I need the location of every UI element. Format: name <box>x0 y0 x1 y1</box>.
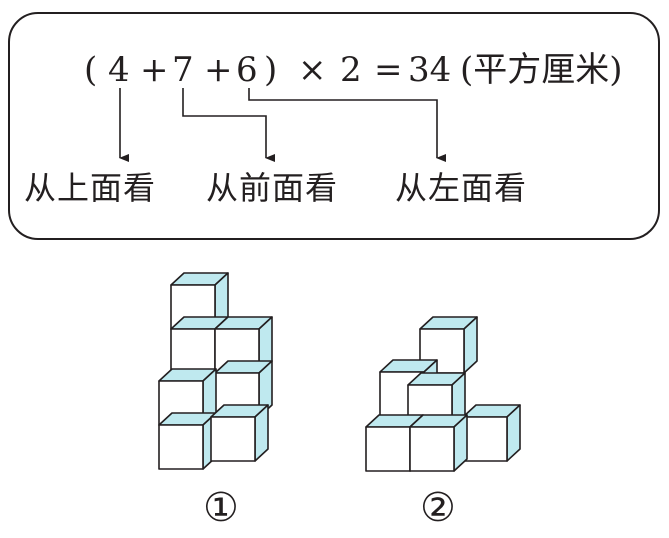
cube-figure-1 <box>158 272 273 470</box>
times-sign: × <box>298 50 327 90</box>
front-count: 7 <box>172 50 194 90</box>
cube <box>462 404 521 462</box>
factor: 2 <box>340 50 362 90</box>
arrow-left-view <box>248 88 446 162</box>
front-view-label: 从前面看 <box>206 169 339 207</box>
cube-front-face <box>158 424 204 470</box>
top-count: 4 <box>108 50 130 90</box>
cube <box>409 414 468 472</box>
cube-front-face <box>210 416 256 462</box>
cube <box>210 404 269 462</box>
arrow-front-view <box>182 88 275 162</box>
unit: (平方厘米) <box>460 50 623 90</box>
equals-sign: = <box>374 50 403 90</box>
cube-front-face <box>365 426 411 472</box>
cube-front-face <box>170 328 216 374</box>
left-view-label: 从左面看 <box>395 169 528 207</box>
close-paren: ) <box>264 50 278 90</box>
top-view-label: 从上面看 <box>24 169 157 207</box>
plus-sign: + <box>204 50 233 90</box>
figure-2-label: ② <box>420 485 456 531</box>
cube-figure-2 <box>365 316 521 472</box>
figure-1-label: ① <box>203 485 239 531</box>
open-paren: ( <box>84 50 98 90</box>
formula-box <box>8 12 660 240</box>
cube-front-face <box>462 416 508 462</box>
cube <box>158 412 217 470</box>
plus-sign: + <box>140 50 169 90</box>
left-count: 6 <box>236 50 258 90</box>
cube-front-face <box>409 426 455 472</box>
result: 34 <box>408 50 452 90</box>
